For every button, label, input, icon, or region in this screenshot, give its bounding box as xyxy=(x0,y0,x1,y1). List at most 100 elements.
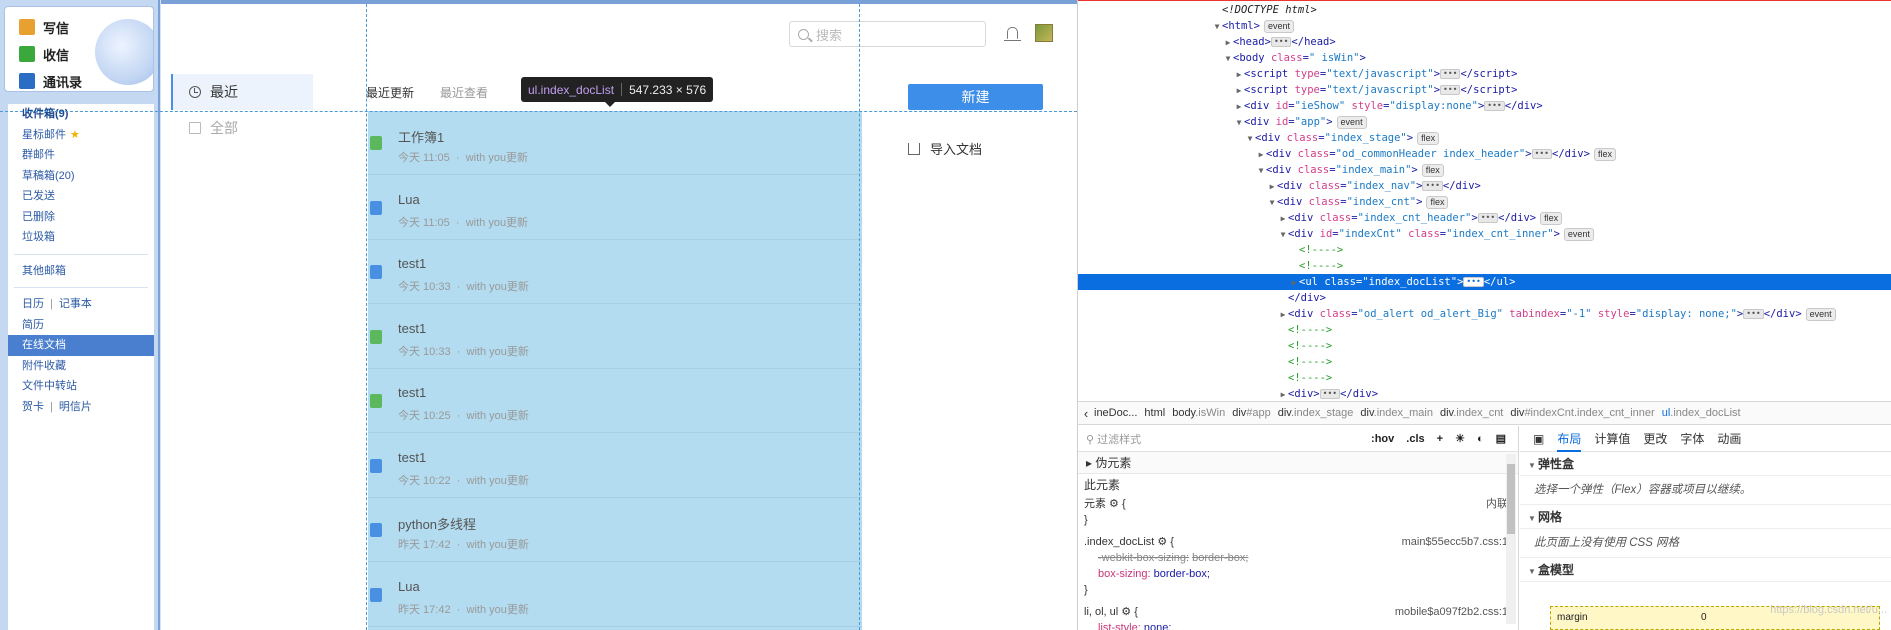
grid-section[interactable]: ▼网格 xyxy=(1520,505,1891,529)
calendar-link[interactable]: 日历 xyxy=(22,298,44,310)
dom-node-selected[interactable]: ▶<ul class="index_docList">•••</ul> xyxy=(1078,274,1891,290)
boxmodel-section[interactable]: ▼盒模型 xyxy=(1520,558,1891,582)
collapsed-arrow-icon[interactable]: ▶ xyxy=(1236,102,1242,111)
dom-node[interactable]: ▶<div>•••</div> xyxy=(1078,386,1891,402)
folder-spam[interactable]: 垃圾箱 xyxy=(22,231,55,243)
collapsed-arrow-icon[interactable]: ▶ xyxy=(1269,182,1275,191)
postcards-link[interactable]: 明信片 xyxy=(58,400,92,413)
folder-inbox[interactable]: 收件箱(9) xyxy=(22,108,69,120)
ellipsis-icon[interactable]: ••• xyxy=(1422,181,1443,191)
expanded-arrow-icon[interactable]: ▼ xyxy=(1269,198,1275,207)
collapsed-arrow-icon[interactable]: ▶ xyxy=(1236,70,1242,79)
add-rule-icon[interactable]: + xyxy=(1436,432,1444,445)
dark-mode-icon[interactable]: ◐ xyxy=(1476,432,1484,445)
flexbox-section[interactable]: ▼弹性盒 xyxy=(1520,452,1891,476)
node-badge[interactable]: flex xyxy=(1421,163,1444,177)
ellipsis-icon[interactable]: ••• xyxy=(1463,277,1484,287)
dom-node[interactable]: <!DOCTYPE html> xyxy=(1078,2,1891,18)
sidebar-toggle-icon[interactable]: ▣ xyxy=(1533,431,1545,446)
dom-node[interactable]: ▶<div class="od_commonHeader index_heade… xyxy=(1078,146,1891,162)
rule1-selector[interactable]: .index_docList xyxy=(1084,536,1155,548)
collapsed-arrow-icon[interactable]: ▶ xyxy=(1225,38,1231,47)
rule1-decl2[interactable]: box-sizing: border-box; xyxy=(1078,566,1518,582)
expanded-arrow-icon[interactable]: ▼ xyxy=(1247,134,1253,143)
ellipsis-icon[interactable]: ••• xyxy=(1270,37,1292,47)
rule2-selector[interactable]: li, ol, ul xyxy=(1084,606,1119,618)
compose-button[interactable]: 写信 xyxy=(19,15,69,39)
collapsed-arrow-icon[interactable]: ▶ xyxy=(1280,310,1286,319)
dom-node[interactable]: ▼<html>event xyxy=(1078,18,1891,34)
rule2-source[interactable]: mobile$a097f2b2.css:1 xyxy=(1394,606,1508,618)
dom-node[interactable]: ▶<div class="od_alert od_alert_Big" tabi… xyxy=(1078,306,1891,322)
breadcrumb-item[interactable]: div.index_stage xyxy=(1278,407,1354,419)
breadcrumb-item[interactable]: html xyxy=(1144,407,1165,419)
layout-tab[interactable]: 动画 xyxy=(1717,431,1742,446)
online-docs-link[interactable]: 在线文档 xyxy=(8,335,154,356)
expanded-arrow-icon[interactable]: ▼ xyxy=(1214,22,1220,31)
import-button[interactable]: 导入文档 xyxy=(908,139,982,158)
ellipsis-icon[interactable]: ••• xyxy=(1319,389,1341,399)
folder-drafts[interactable]: 草稿箱(20) xyxy=(22,169,75,182)
nav-all[interactable]: 全部 xyxy=(171,110,313,146)
avatar[interactable] xyxy=(1035,24,1053,42)
nav-recent[interactable]: 最近 xyxy=(171,74,313,110)
node-badge[interactable]: flex xyxy=(1426,195,1449,209)
breadcrumb-item[interactable]: div#indexCnt.index_cnt_inner xyxy=(1510,407,1654,419)
dom-node[interactable]: ▼<div id="app">event xyxy=(1078,114,1891,130)
collapsed-arrow-icon[interactable]: ▶ xyxy=(1280,214,1286,223)
node-badge[interactable]: flex xyxy=(1417,131,1440,145)
dom-node[interactable]: ▼<div id="indexCnt" class="index_cnt_inn… xyxy=(1078,226,1891,242)
rules-scrollbar[interactable] xyxy=(1506,454,1516,624)
resume-link[interactable]: 简历 xyxy=(22,318,44,331)
file-transfer-link[interactable]: 文件中转站 xyxy=(22,380,77,392)
expanded-arrow-icon[interactable]: ▼ xyxy=(1280,230,1286,239)
light-mode-icon[interactable]: ☀ xyxy=(1455,433,1465,445)
dom-node[interactable]: <!----> xyxy=(1078,322,1891,338)
ellipsis-icon[interactable]: ••• xyxy=(1440,69,1461,79)
other-mailbox-link[interactable]: 其他邮箱 xyxy=(22,264,66,277)
expanded-arrow-icon[interactable]: ▼ xyxy=(1236,118,1242,127)
doc-list-item[interactable]: python多线程昨天 17:42 · with you更新 xyxy=(368,498,862,562)
breadcrumb-item[interactable]: div.index_cnt xyxy=(1440,407,1503,419)
tab-recently-viewed[interactable]: 最近查看 xyxy=(440,86,489,100)
folder-sent[interactable]: 已发送 xyxy=(22,190,55,202)
collapsed-arrow-icon[interactable]: ▶ xyxy=(1236,86,1242,95)
node-badge[interactable]: flex xyxy=(1593,147,1616,161)
breadcrumb-item[interactable]: div.index_main xyxy=(1360,407,1433,419)
hov-toggle[interactable]: :hov xyxy=(1371,432,1395,445)
ellipsis-icon[interactable]: ••• xyxy=(1440,85,1461,95)
breadcrumb-item[interactable]: ul.index_docList xyxy=(1662,407,1741,419)
rule1-source[interactable]: main$55ecc5b7.css:1 xyxy=(1401,536,1508,548)
collapsed-arrow-icon[interactable]: ▶ xyxy=(1280,390,1286,399)
dom-node[interactable]: <!----> xyxy=(1078,370,1891,386)
dom-node[interactable]: ▼<div class="index_cnt">flex xyxy=(1078,194,1891,210)
layout-tab[interactable]: 字体 xyxy=(1680,431,1705,446)
dom-node[interactable]: ▶<div id="ieShow" style="display:none">•… xyxy=(1078,98,1891,114)
ellipsis-icon[interactable]: ••• xyxy=(1484,101,1505,111)
folder-deleted[interactable]: 已删除 xyxy=(22,210,55,223)
folder-starred[interactable]: 星标邮件★ xyxy=(8,125,154,146)
folder-group[interactable]: 群邮件 xyxy=(22,149,55,161)
chevron-left-icon[interactable]: ‹ xyxy=(1083,405,1089,421)
pseudo-elements-section[interactable]: ▸ 伪元素 xyxy=(1078,452,1518,474)
dom-node[interactable]: ▶<div class="index_cnt_header">•••</div>… xyxy=(1078,210,1891,226)
collapsed-arrow-icon[interactable]: ▶ xyxy=(1258,150,1264,159)
bell-icon[interactable] xyxy=(1004,27,1021,41)
cards-link[interactable]: 贺卡 xyxy=(22,400,44,413)
margin-value[interactable]: 0 xyxy=(1701,612,1707,623)
dom-node[interactable]: ▶<head>•••</head> xyxy=(1078,34,1891,50)
ellipsis-icon[interactable]: ••• xyxy=(1743,309,1764,319)
layout-tab[interactable]: 更改 xyxy=(1643,431,1668,446)
dom-node[interactable]: ▶<script type="text/javascript">•••</scr… xyxy=(1078,82,1891,98)
node-badge[interactable]: flex xyxy=(1540,211,1563,225)
contacts-button[interactable]: 通讯录 xyxy=(19,69,82,91)
dom-node[interactable]: ▼<body class=" isWin"> xyxy=(1078,50,1891,66)
dom-node[interactable]: <!----> xyxy=(1078,258,1891,274)
inbox-button[interactable]: 收信 xyxy=(19,42,69,66)
